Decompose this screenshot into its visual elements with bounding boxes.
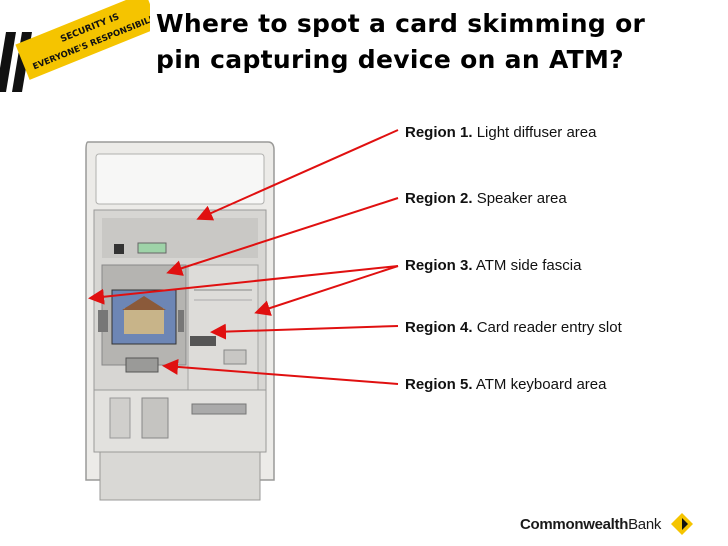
logo-bold: Commonwealth (520, 516, 629, 533)
region-3-number: Region 3. (405, 257, 473, 274)
title-line-1: Where to spot a card skimming or (156, 9, 646, 38)
atm-base (99, 451, 261, 501)
screen-house (124, 308, 164, 334)
region-2-label: Region 2. Speaker area (405, 190, 567, 207)
card-reader-slot (190, 336, 216, 346)
slide-title: Where to spot a card skimming or pin cap… (156, 6, 726, 78)
region-4-label: Region 4. Card reader entry slot (405, 319, 622, 336)
badge-band (15, 0, 150, 80)
atm-keyboard (125, 357, 159, 373)
badge-stripe (0, 32, 16, 92)
diamond-logo-icon (671, 513, 693, 535)
region-1-text: Light diffuser area (476, 124, 597, 141)
status-display (137, 242, 167, 254)
logo-wordmark: CommonwealthBank (520, 516, 661, 533)
title-line-2: pin capturing device on an ATM? (156, 45, 624, 74)
left-side-keys (98, 310, 108, 332)
region-5-label: Region 5. ATM keyboard area (405, 376, 606, 393)
region-3-label: Region 3. ATM side fascia (405, 257, 581, 274)
region-4-text: Card reader entry slot (476, 319, 622, 336)
region-2-number: Region 2. (405, 190, 473, 207)
light-diffuser (95, 153, 265, 205)
screen-roof (122, 296, 166, 310)
region-2-text: Speaker area (476, 190, 567, 207)
atm-illustration (85, 141, 275, 501)
region-1-label: Region 1. Light diffuser area (405, 124, 597, 141)
cash-dispenser (141, 397, 169, 439)
region-5-text: ATM keyboard area (475, 376, 607, 393)
region-3-text: ATM side fascia (475, 257, 582, 274)
deposit-flap (109, 397, 131, 439)
receipt-slot (223, 349, 247, 365)
region-5-number: Region 5. (405, 376, 473, 393)
upper-inset (102, 218, 258, 258)
logo-regular: Bank (628, 516, 662, 533)
cheque-slot (191, 403, 247, 415)
speaker-area (114, 244, 124, 254)
right-side-keys (178, 310, 184, 332)
region-1-number: Region 1. (405, 124, 473, 141)
security-badge: SECURITY IS EVERYONE'S RESPONSIBILITY (0, 0, 150, 92)
region-4-number: Region 4. (405, 319, 473, 336)
commonwealth-bank-logo: CommonwealthBank (520, 512, 720, 540)
